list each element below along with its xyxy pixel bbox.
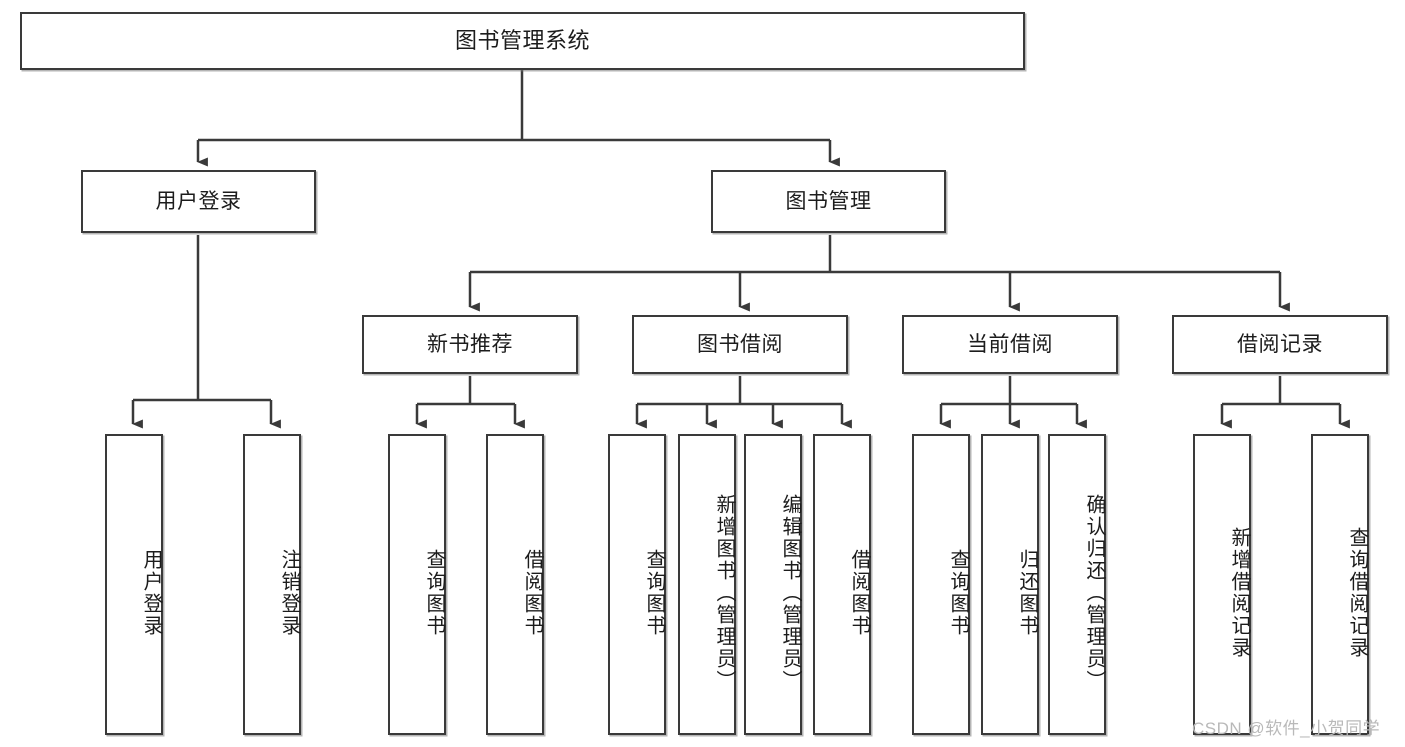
node-label: 借阅图书 <box>848 548 870 637</box>
leaf-borrow-edit-book-admin[interactable]: 编辑图书（管理员） <box>744 434 802 735</box>
leaf-borrow-query-book[interactable]: 查询图书 <box>608 434 666 735</box>
leaf-current-query-book[interactable]: 查询图书 <box>912 434 970 735</box>
leaf-recommend-query-book[interactable]: 查询图书 <box>388 434 446 735</box>
node-label: 查询图书 <box>423 548 445 637</box>
node-label: 查询图书 <box>643 548 665 637</box>
leaf-borrow-add-book-admin[interactable]: 新增图书（管理员） <box>678 434 736 735</box>
leaf-current-confirm-return-admin[interactable]: 确认归还（管理员） <box>1048 434 1106 735</box>
node-label: 查询图书 <box>947 548 969 637</box>
node-label: 编辑图书（管理员） <box>779 493 801 692</box>
node-label: 新增图书（管理员） <box>713 493 735 692</box>
node-label: 用户登录 <box>140 548 162 637</box>
node-label: 图书管理 <box>785 189 872 213</box>
leaf-user-logout[interactable]: 注销登录 <box>243 434 301 735</box>
node-label: 确认归还（管理员） <box>1083 493 1105 692</box>
node-user-login[interactable]: 用户登录 <box>81 170 316 233</box>
node-label: 图书管理系统 <box>454 27 590 53</box>
leaf-recommend-borrow-book[interactable]: 借阅图书 <box>486 434 544 735</box>
node-label: 注销登录 <box>278 548 300 637</box>
leaf-user-login[interactable]: 用户登录 <box>105 434 163 735</box>
node-book-management[interactable]: 图书管理 <box>711 170 946 233</box>
node-label: 用户登录 <box>155 189 242 213</box>
leaf-current-return-book[interactable]: 归还图书 <box>981 434 1039 735</box>
leaf-borrow-borrow-book[interactable]: 借阅图书 <box>813 434 871 735</box>
node-label: 新书推荐 <box>427 332 513 356</box>
leaf-record-query-borrow-record[interactable]: 查询借阅记录 <box>1311 434 1369 735</box>
node-book-borrow[interactable]: 图书借阅 <box>632 315 848 374</box>
csdn-watermark: CSDN @软件_小贺同学 <box>1192 719 1381 738</box>
node-label: 新增借阅记录 <box>1228 526 1250 659</box>
node-root-book-management-system[interactable]: 图书管理系统 <box>20 12 1025 70</box>
leaf-record-add-borrow-record[interactable]: 新增借阅记录 <box>1193 434 1251 735</box>
node-label: 归还图书 <box>1016 548 1038 637</box>
node-label: 借阅记录 <box>1237 332 1323 356</box>
node-label: 借阅图书 <box>521 548 543 637</box>
node-current-borrow[interactable]: 当前借阅 <box>902 315 1118 374</box>
node-borrow-record[interactable]: 借阅记录 <box>1172 315 1388 374</box>
node-label: 当前借阅 <box>967 332 1053 356</box>
node-new-book-recommend[interactable]: 新书推荐 <box>362 315 578 374</box>
node-label: 查询借阅记录 <box>1346 526 1368 659</box>
node-label: 图书借阅 <box>697 332 783 356</box>
